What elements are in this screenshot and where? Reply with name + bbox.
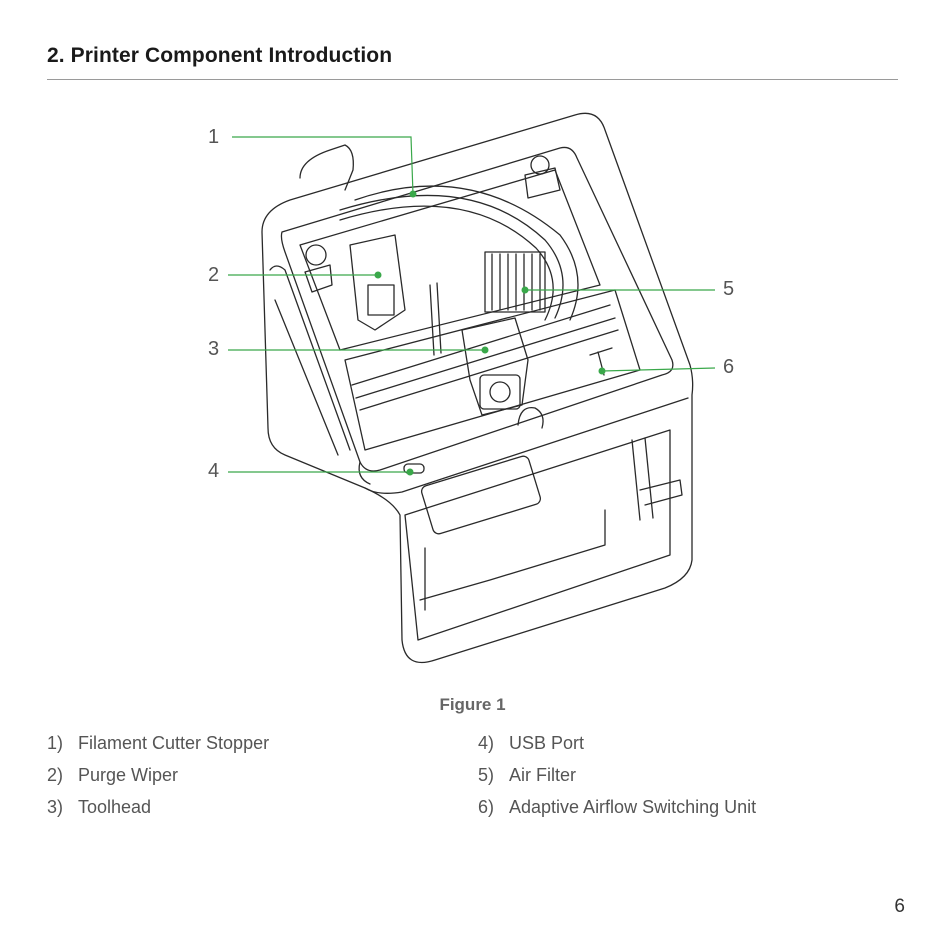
list-item-index: 1) (47, 733, 64, 753)
list-item: 3) Toolhead (47, 797, 151, 818)
callout-4: 4 (208, 460, 220, 482)
callout-1: 1 (208, 126, 220, 148)
list-item-label: Filament Cutter Stopper (78, 733, 270, 753)
figure-caption: Figure 1 (439, 695, 506, 714)
list-item-index: 2) (47, 765, 64, 785)
list-item: 1) Filament Cutter Stopper (47, 733, 269, 754)
list-item-label: USB Port (509, 733, 585, 753)
list-item-label: Air Filter (509, 765, 576, 785)
list-item-label: Toolhead (78, 797, 152, 817)
list-item: 2) Purge Wiper (47, 765, 178, 786)
list-item-label: Purge Wiper (78, 765, 179, 785)
title-divider (47, 79, 898, 80)
callout-2: 2 (208, 264, 220, 286)
list-item-index: 6) (478, 797, 495, 817)
list-item: 5) Air Filter (478, 765, 576, 786)
list-item-index: 5) (478, 765, 495, 785)
list-item-index: 3) (47, 797, 64, 817)
list-item-label: Adaptive Airflow Switching Unit (509, 797, 757, 817)
callout-3: 3 (208, 338, 220, 360)
list-item-index: 4) (478, 733, 495, 753)
list-item: 4) USB Port (478, 733, 584, 754)
section-title: 2. Printer Component Introduction (47, 44, 393, 67)
callout-6: 6 (723, 356, 735, 378)
3d-printer-illustration-icon (228, 112, 716, 664)
list-item: 6) Adaptive Airflow Switching Unit (478, 797, 756, 818)
printer-figure: 1 2 3 4 5 6 (208, 112, 735, 664)
page-number: 6 (894, 896, 905, 917)
callout-5: 5 (723, 278, 735, 300)
